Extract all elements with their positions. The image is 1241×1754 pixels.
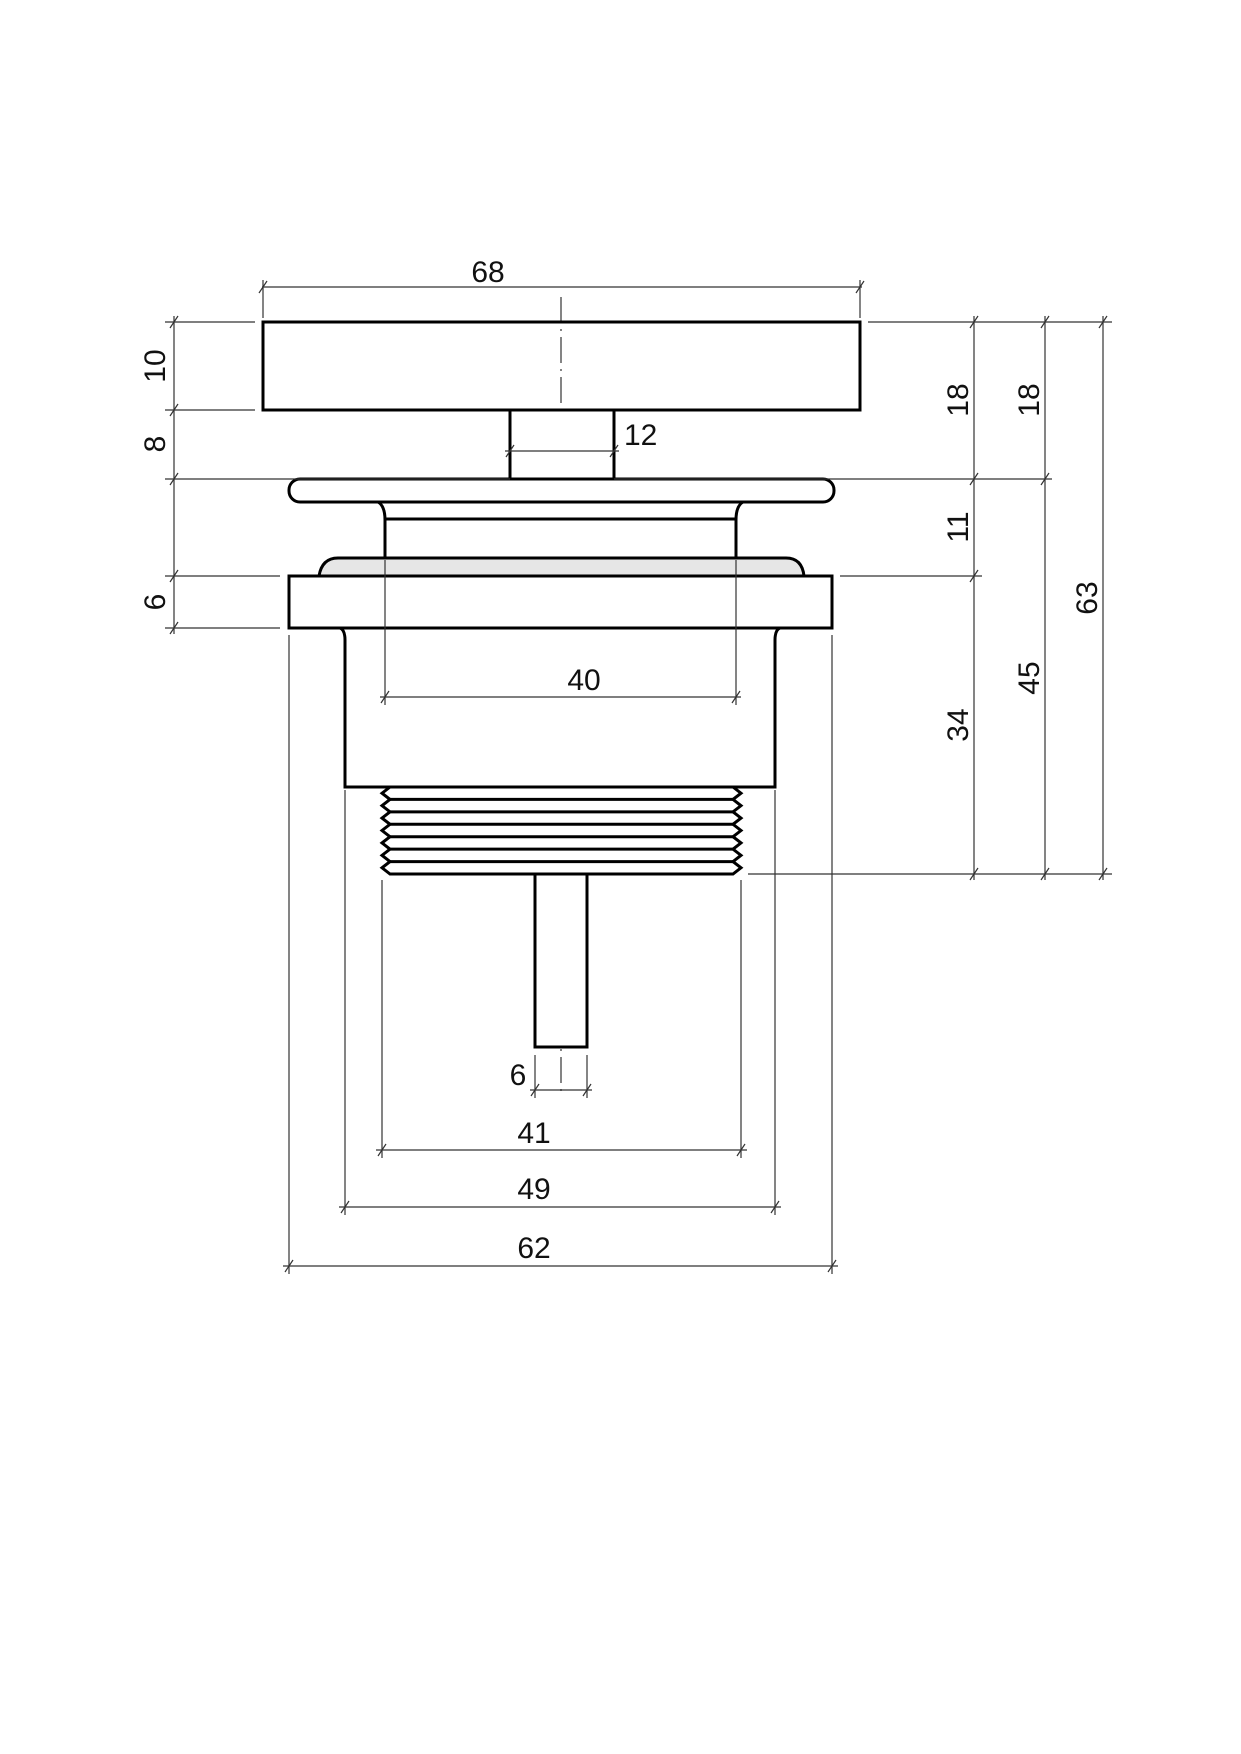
dimension-lines (165, 280, 1112, 1274)
dim-stem-height: 8 (139, 436, 172, 453)
dimension-tick (855, 280, 865, 294)
dim-ring-diameter: 62 (517, 1232, 550, 1265)
dimension-tick (380, 690, 390, 704)
dimension-tick (969, 472, 979, 486)
dim-stem-diameter: 12 (624, 419, 657, 452)
dimension-tick (377, 1143, 387, 1157)
dim-upper-total-b: 18 (1013, 383, 1046, 416)
dimension-tick (258, 280, 268, 294)
dimension-tick (530, 1083, 540, 1097)
dimension-tick (169, 569, 179, 583)
dimension-tick (1040, 867, 1050, 881)
stem (508, 408, 616, 481)
dim-body-height: 34 (942, 708, 975, 741)
dim-pin-diameter: 6 (510, 1059, 527, 1092)
dimension-tick (969, 569, 979, 583)
dim-lower-height: 45 (1013, 661, 1046, 694)
dim-body-diameter: 49 (517, 1173, 550, 1206)
dimension-tick (284, 1259, 294, 1273)
dimension-tick (609, 444, 619, 458)
dim-neck-height: 11 (942, 511, 975, 542)
seal-gasket (317, 556, 806, 578)
dimension-tick (582, 1083, 592, 1097)
dimension-tick (169, 403, 179, 417)
dimension-tick (169, 315, 179, 329)
dimension-labels: 68 12 10 8 6 18 11 34 18 45 63 40 6 41 4… (139, 256, 1104, 1265)
dimension-tick (969, 315, 979, 329)
dimension-tick (169, 621, 179, 635)
dimension-tick (736, 1143, 746, 1157)
neck (372, 500, 749, 560)
dim-cap-width: 68 (471, 256, 504, 289)
dim-upper-total-a: 18 (942, 383, 975, 416)
dimension-tick (1040, 315, 1050, 329)
dim-neck-inner-width: 40 (567, 664, 600, 697)
body (339, 626, 781, 789)
dimension-tick (340, 1200, 350, 1214)
dimension-tick (770, 1200, 780, 1214)
cap-plate (261, 320, 862, 412)
dimension-tick (169, 472, 179, 486)
dimension-tick (827, 1259, 837, 1273)
dim-ring-height: 6 (139, 594, 172, 611)
flange (287, 477, 836, 504)
dim-overall-height: 63 (1071, 581, 1104, 614)
dimension-tick (969, 867, 979, 881)
dim-cap-height: 10 (139, 349, 172, 382)
dimension-tick (505, 444, 515, 458)
part-outline (261, 320, 862, 1049)
dim-thread-diameter: 41 (517, 1117, 550, 1150)
dimension-tick (1040, 472, 1050, 486)
pin (533, 872, 589, 1049)
dimension-tick (1098, 867, 1108, 881)
thread (379, 785, 744, 876)
dimension-tick (731, 690, 741, 704)
lock-ring (287, 574, 834, 630)
dimension-tick (1098, 315, 1108, 329)
